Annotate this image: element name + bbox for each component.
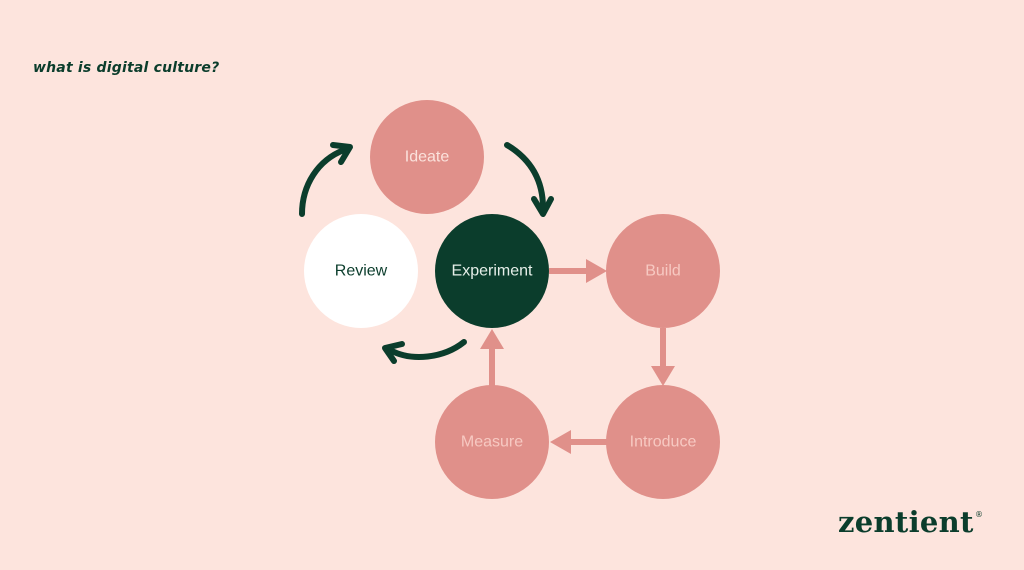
connector-experiment-to-build [549, 259, 607, 283]
node-review[interactable]: Review [304, 214, 418, 328]
node-build-label: Build [645, 263, 681, 280]
node-ideate-label: Ideate [405, 149, 450, 166]
node-introduce-label: Introduce [630, 434, 697, 451]
curved-arrow-experiment-to-review [382, 339, 467, 364]
curved-arrow-review-to-ideate [299, 142, 353, 217]
connector-build-to-introduce [651, 328, 675, 386]
node-experiment-label: Experiment [452, 263, 533, 280]
zentient-logo: zentient [838, 505, 974, 539]
curved-arrow-ideate-to-experiment [504, 142, 554, 217]
slide-title: what is digital culture? [33, 60, 220, 76]
node-review-label: Review [335, 263, 388, 280]
connector-measure-to-experiment [480, 329, 504, 386]
node-experiment[interactable]: Experiment [435, 214, 549, 328]
node-build[interactable]: Build [606, 214, 720, 328]
node-measure[interactable]: Measure [435, 385, 549, 499]
node-introduce[interactable]: Introduce [606, 385, 720, 499]
connector-introduce-to-measure [550, 430, 607, 454]
registered-mark: ® [975, 510, 983, 519]
node-ideate[interactable]: Ideate [370, 100, 484, 214]
node-measure-label: Measure [461, 434, 523, 451]
